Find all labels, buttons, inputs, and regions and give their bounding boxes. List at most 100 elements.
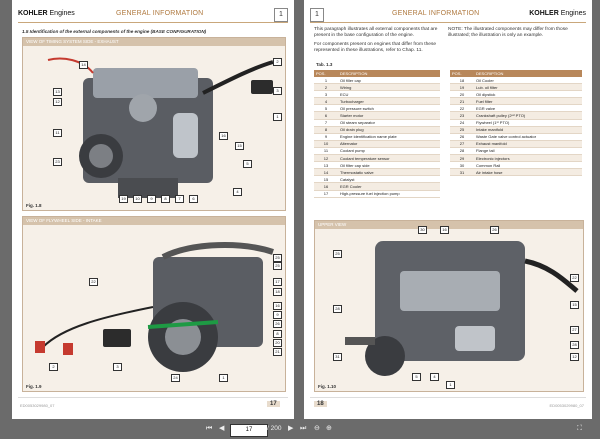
description-cell: Thermostatic valve — [338, 168, 440, 177]
pos-cell: 9 — [314, 133, 338, 141]
pos-cell: 13 — [314, 161, 338, 170]
pos-cell: 16 — [314, 182, 338, 191]
description-cell: Oil pressure switch — [338, 104, 440, 113]
description-cell: Coolant pump — [338, 147, 440, 156]
document-code: ED0053029980_07 — [20, 403, 55, 408]
description-cell: Oil steam separator — [338, 119, 440, 127]
chapter-badge: 1 — [310, 8, 324, 22]
pos-cell: 19 — [450, 83, 474, 92]
figure-flywheel-side: VIEW OF FLYWHEEL SIDE - INTAKE 22 2 3 25… — [22, 216, 286, 392]
manual-page-17: KOHLER Engines GENERAL INFORMATION 1 1.5… — [12, 0, 294, 419]
pos-cell: 26 — [450, 133, 474, 141]
page-total: / 200 — [267, 425, 282, 432]
callout: 1 — [446, 381, 455, 389]
description-cell: Oil dipstick — [474, 90, 582, 99]
next-page-button[interactable]: ▶ — [288, 425, 294, 432]
description-cell: Flywheel (1ˢᵗ PTO) — [474, 119, 582, 127]
manual-page-18: 1 GENERAL INFORMATION KOHLER Engines Thi… — [304, 0, 592, 419]
figure-caption: UPPER VIEW — [315, 221, 583, 229]
page-number-input[interactable] — [230, 424, 268, 437]
callout: 1 — [219, 374, 228, 382]
callout: 30 — [418, 226, 427, 234]
page-number: 18 — [314, 401, 327, 407]
engine-top-illustration — [345, 241, 579, 376]
pos-cell: 27 — [450, 140, 474, 148]
chapter-badge: 1 — [274, 8, 288, 22]
page-number: 17 — [267, 401, 280, 407]
description-cell: Oil drain plug — [338, 126, 440, 134]
description-cell: High-pressure fuel injection pump — [338, 190, 440, 198]
pos-cell: 18 — [450, 77, 474, 85]
callout: 14 — [79, 61, 88, 69]
callout: 11 — [53, 129, 62, 137]
figure-upper-view: UPPER VIEW 30 16 26 25 28 22 27 31 5 4 1… — [314, 220, 584, 392]
pos-cell: 5 — [314, 104, 338, 113]
callout: 28 — [333, 305, 342, 313]
pos-cell: 22 — [450, 104, 474, 113]
callout: 18 — [273, 288, 282, 296]
callout: 10 — [133, 195, 142, 203]
callout: 21 — [273, 348, 282, 356]
callout: 3 — [273, 87, 282, 95]
description-cell: Oil Cooler — [474, 77, 582, 85]
callout: 16 — [219, 132, 228, 140]
callout: 5 — [412, 373, 421, 381]
callout: 22 — [570, 274, 579, 282]
description-cell: Intake manifold — [474, 126, 582, 134]
description-cell: EGR valve — [474, 104, 582, 113]
description-cell: Oil filter cap side — [338, 161, 440, 170]
callout: 9 — [273, 311, 282, 319]
first-page-button[interactable]: ⏮ — [206, 425, 213, 432]
pos-cell: 25 — [450, 126, 474, 134]
last-page-button[interactable]: ⏭ — [300, 425, 307, 432]
callout: 25 — [273, 254, 282, 262]
footer-divider — [310, 397, 586, 398]
pos-cell: 7 — [314, 119, 338, 127]
figure-timing-side: VIEW OF TIMING SYSTEM SIDE - EXHAUST 14 … — [22, 37, 286, 211]
fullscreen-icon[interactable]: ⛶ — [577, 425, 582, 432]
reference-paragraph: For components present on engines that d… — [314, 42, 437, 53]
callout: 15 — [570, 301, 579, 309]
description-cell: Wiring — [338, 83, 440, 92]
zoom-in-icon[interactable]: ⊕ — [326, 425, 332, 432]
page-header: KOHLER Engines GENERAL INFORMATION 1 — [18, 8, 288, 23]
callout: 25 — [273, 262, 282, 270]
col-header-description: DESCRIPTION — [338, 70, 440, 77]
description-cell: Starter motor — [338, 111, 440, 120]
pos-cell: 3 — [314, 90, 338, 99]
figure-caption: VIEW OF TIMING SYSTEM SIDE - EXHAUST — [23, 38, 285, 46]
kohler-logo: KOHLER Engines — [18, 10, 75, 17]
pos-cell: 15 — [314, 175, 338, 184]
pos-cell: 4 — [314, 97, 338, 106]
note: NOTE: The illustrated components may dif… — [448, 27, 568, 38]
callout: 16 — [273, 302, 282, 310]
description-cell: Waste Gate valve control actuator — [474, 133, 582, 141]
section-title: 1.5 Identification of the external compo… — [22, 29, 207, 34]
zoom-out-icon[interactable]: ⊖ — [314, 425, 320, 432]
pos-cell: 31 — [450, 168, 474, 177]
callout: 23 — [53, 158, 62, 166]
description-cell: Turbocharger — [338, 97, 440, 106]
callout: 31 — [333, 353, 342, 361]
description-cell: Oil filler cap — [338, 77, 440, 85]
pos-cell: 17 — [314, 190, 338, 198]
description-cell: ECU — [338, 90, 440, 99]
previous-page-button[interactable]: ◀ — [219, 425, 225, 432]
